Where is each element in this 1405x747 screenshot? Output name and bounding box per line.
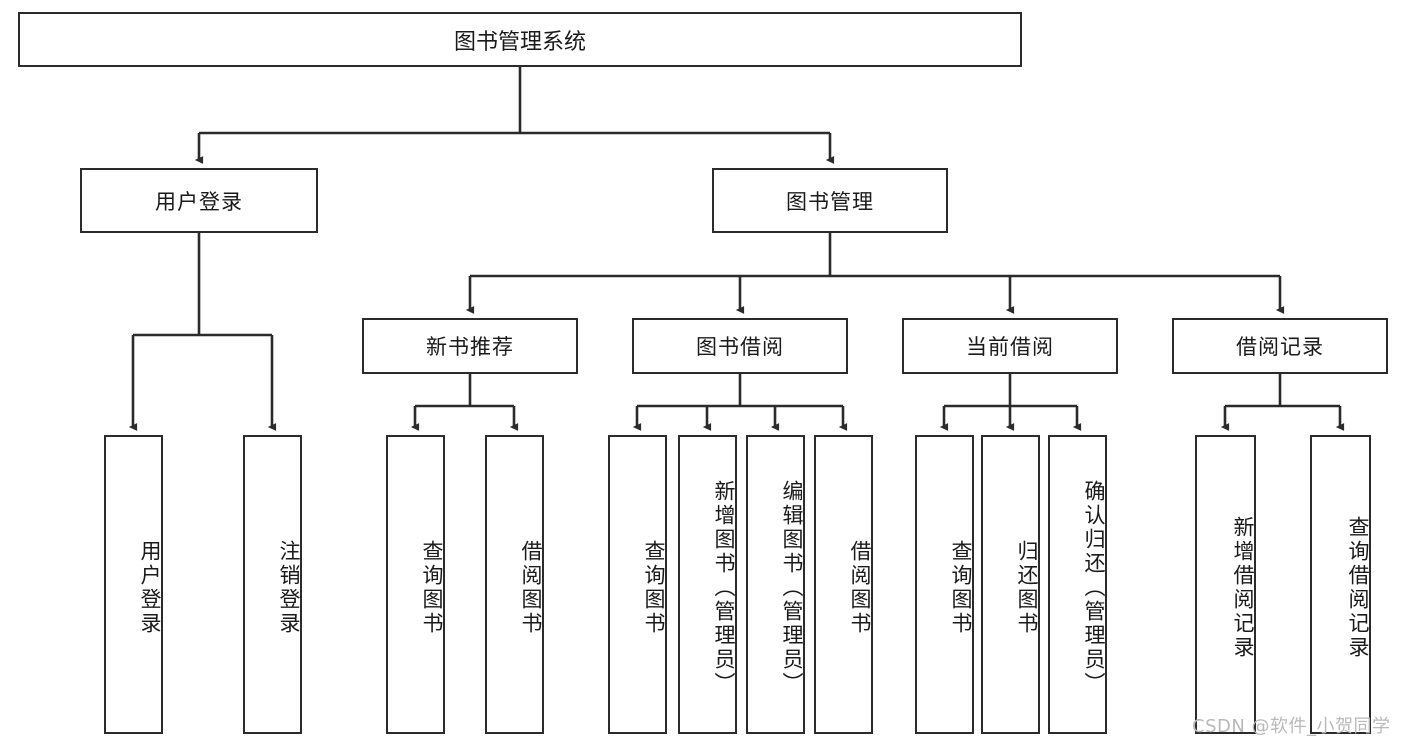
leaf-book-borrow-add[interactable]: 新增图书（管理员） <box>678 435 737 734</box>
watermark: CSDN @软件_小贺同学 <box>1192 716 1391 737</box>
leaf-book-borrow-query[interactable]: 查询图书 <box>608 435 667 734</box>
node-label: 编辑图书（管理员） <box>780 479 804 696</box>
node-label: 借阅图书 <box>519 539 543 636</box>
node-label: 新增借阅记录 <box>1231 515 1255 660</box>
leaf-book-borrow-borrow[interactable]: 借阅图书 <box>814 435 873 734</box>
leaf-current-borrow-confirm-return[interactable]: 确认归还（管理员） <box>1048 435 1107 734</box>
node-book-management[interactable]: 图书管理 <box>712 168 948 233</box>
leaf-borrow-record-query[interactable]: 查询借阅记录 <box>1310 435 1371 734</box>
node-label: 新增图书（管理员） <box>712 479 736 696</box>
leaf-user-login-logout[interactable]: 注销登录 <box>243 435 302 734</box>
node-label: 查询借阅记录 <box>1346 515 1370 660</box>
leaf-user-login-login[interactable]: 用户登录 <box>104 435 163 734</box>
leaf-new-book-borrow[interactable]: 借阅图书 <box>485 435 544 734</box>
node-label: 归还图书 <box>1015 539 1039 636</box>
node-label: 图书管理 <box>786 189 874 214</box>
node-user-login[interactable]: 用户登录 <box>80 168 318 233</box>
node-label: 查询图书 <box>949 539 973 636</box>
node-label: 查询图书 <box>642 539 666 636</box>
node-label: 查询图书 <box>420 539 444 636</box>
node-label: 新书推荐 <box>426 335 514 359</box>
node-label: 图书管理系统 <box>453 29 586 55</box>
leaf-current-borrow-return[interactable]: 归还图书 <box>981 435 1040 734</box>
node-label: 借阅记录 <box>1236 335 1324 359</box>
leaf-borrow-record-add[interactable]: 新增借阅记录 <box>1195 435 1256 734</box>
leaf-current-borrow-query[interactable]: 查询图书 <box>915 435 974 734</box>
node-book-borrow[interactable]: 图书借阅 <box>632 318 848 374</box>
node-label: 借阅图书 <box>848 539 872 636</box>
node-new-book-recommend[interactable]: 新书推荐 <box>362 318 578 374</box>
node-label: 图书借阅 <box>696 335 784 359</box>
node-label: 用户登录 <box>138 539 162 636</box>
node-root-title[interactable]: 图书管理系统 <box>18 12 1022 67</box>
node-label: 用户登录 <box>155 189 243 214</box>
leaf-book-borrow-edit[interactable]: 编辑图书（管理员） <box>746 435 805 734</box>
node-label: 注销登录 <box>277 539 301 636</box>
node-current-borrow[interactable]: 当前借阅 <box>902 318 1118 374</box>
node-label: 当前借阅 <box>966 335 1054 359</box>
node-borrow-record[interactable]: 借阅记录 <box>1172 318 1388 374</box>
node-label: 确认归还（管理员） <box>1082 479 1106 696</box>
leaf-new-book-query[interactable]: 查询图书 <box>386 435 445 734</box>
